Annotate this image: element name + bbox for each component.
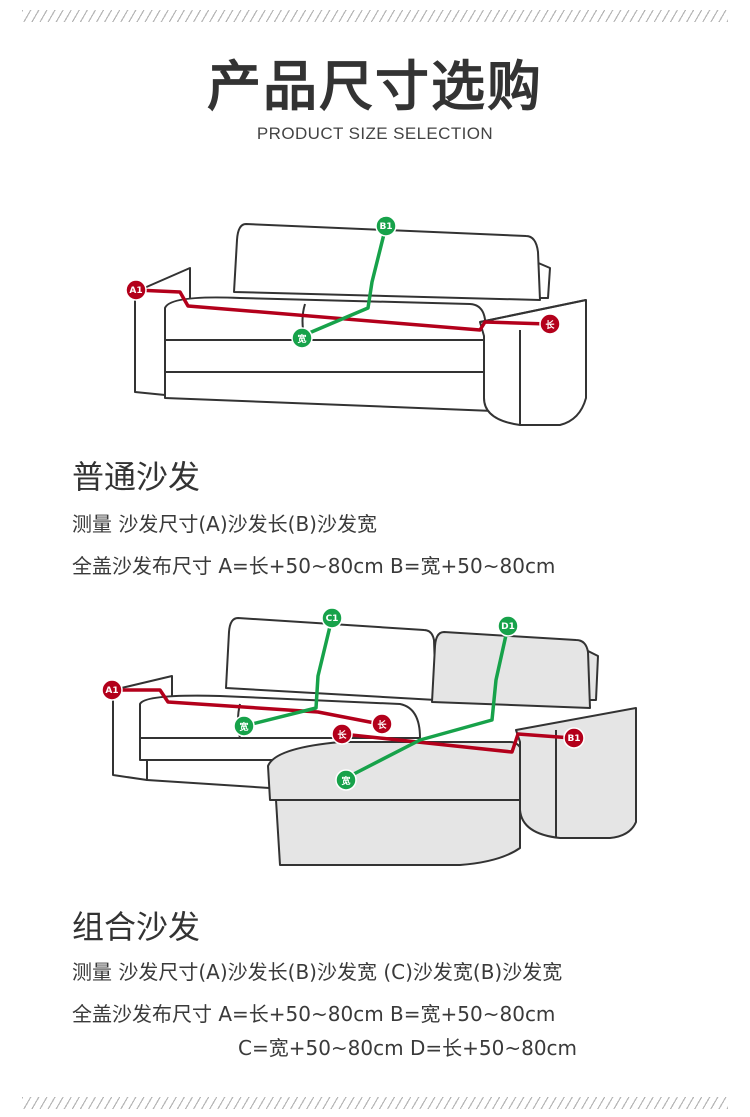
- badge-length-left: 长: [371, 713, 393, 735]
- badge-a1: A1: [101, 679, 123, 701]
- badge-b1: B1: [563, 727, 585, 749]
- bottom-hatch-divider: [22, 1097, 728, 1109]
- badge-length: 长: [539, 313, 561, 335]
- section1-measure-text: 测量 沙发尺寸(A)沙发长(B)沙发宽: [72, 512, 377, 536]
- svg-text:B1: B1: [379, 222, 392, 232]
- length-measure-line-left: [112, 688, 381, 726]
- sectional-outline: [112, 617, 637, 866]
- svg-text:长: 长: [337, 729, 347, 741]
- section2-cover-size-text: 全盖沙发布尺寸 A=长+50~80cm B=宽+50~80cm: [72, 1002, 556, 1026]
- section1-cover-size-text: 全盖沙发布尺寸 A=长+50~80cm B=宽+50~80cm: [72, 554, 556, 578]
- width-measure-line: [301, 225, 388, 338]
- sectional-sofa-diagram: A1 C1 D1 B1 长 长 宽 宽: [101, 607, 637, 866]
- badge-a1: A1: [125, 279, 147, 301]
- svg-text:长: 长: [545, 319, 555, 331]
- svg-text:宽: 宽: [340, 775, 350, 787]
- badge-length-right: 长: [331, 723, 353, 745]
- svg-text:宽: 宽: [238, 721, 248, 733]
- page-subtitle: PRODUCT SIZE SELECTION: [256, 124, 494, 143]
- section1-title: 普通沙发: [72, 458, 201, 496]
- page-title: 产品尺寸选购: [207, 55, 543, 118]
- width-measure-line-c: [243, 617, 334, 728]
- sectional-chaise-base: [275, 799, 521, 866]
- sofa-base: [164, 371, 521, 413]
- badge-width-chaise: 宽: [335, 769, 357, 791]
- sofa-outline: [134, 223, 587, 426]
- top-hatch-divider: [22, 10, 728, 22]
- badge-b1: B1: [375, 215, 397, 237]
- badge-d1: D1: [497, 615, 519, 637]
- sofa-right-arm: [479, 299, 587, 426]
- svg-text:A1: A1: [105, 686, 118, 696]
- sofa-backrest: [233, 223, 541, 301]
- svg-text:宽: 宽: [296, 333, 306, 345]
- svg-text:C1: C1: [326, 614, 339, 624]
- sectional-chaise-backrest: [431, 631, 591, 709]
- length-measure-line-right: [341, 732, 573, 754]
- width-measure-line-d: [345, 625, 510, 780]
- section2-measure-text: 测量 沙发尺寸(A)沙发长(B)沙发宽 (C)沙发宽(B)沙发宽: [72, 960, 563, 984]
- svg-text:B1: B1: [567, 734, 580, 744]
- sectional-left-backrest: [225, 617, 437, 701]
- badge-c1: C1: [321, 607, 343, 629]
- sectional-right-arm: [515, 707, 637, 839]
- badge-width: 宽: [291, 327, 313, 349]
- svg-text:长: 长: [377, 719, 387, 731]
- length-measure-line: [135, 288, 549, 332]
- badge-width-left: 宽: [233, 715, 255, 737]
- sofa-seat-front: [164, 339, 485, 373]
- standard-sofa-diagram: A1 B1 长 宽: [125, 215, 587, 426]
- svg-text:D1: D1: [501, 622, 515, 632]
- section2-title: 组合沙发: [72, 908, 201, 946]
- section2-cover-size-text-2: C=宽+50~80cm D=长+50~80cm: [238, 1036, 578, 1060]
- svg-text:A1: A1: [129, 286, 142, 296]
